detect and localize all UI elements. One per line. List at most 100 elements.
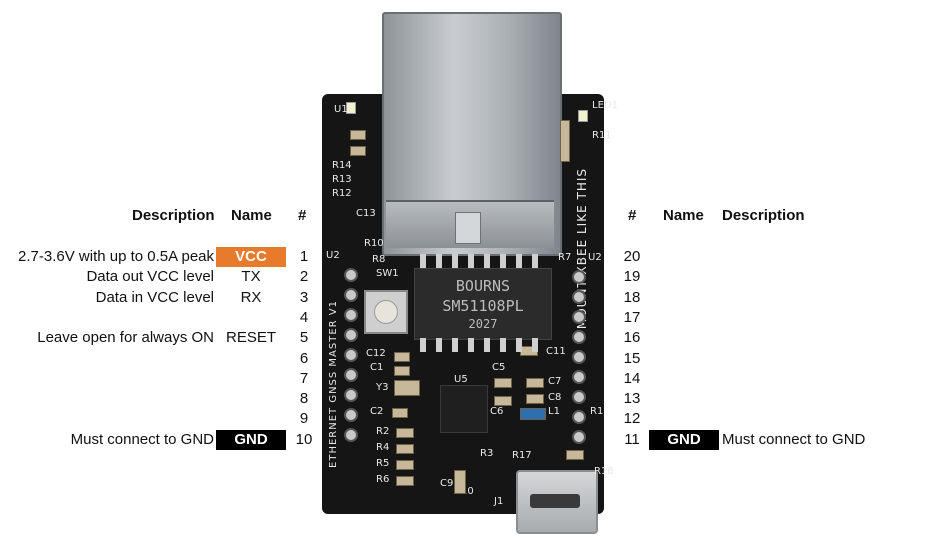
pin-hole-right (572, 330, 586, 344)
pin-number: 2 (299, 268, 309, 286)
chip-brand: BOURNS (455, 277, 511, 295)
pin-description: Leave open for always ON (37, 329, 214, 347)
pin-number: 20 (623, 248, 641, 265)
chip-code: 2027 (468, 317, 498, 331)
silk-label: R17 (512, 450, 532, 461)
pin-hole-right (572, 290, 586, 304)
silk-label: LED1 (592, 100, 618, 111)
chip-leg (484, 254, 490, 268)
pin-hole-left (344, 388, 358, 402)
silk-label: R13 (332, 174, 352, 185)
chip-leg (436, 254, 442, 268)
left-pin-row: Leave open for always ON RESET 5 (0, 328, 932, 348)
left-number-header: # (298, 207, 307, 224)
chip-leg (500, 254, 506, 268)
pin-hole-left (344, 288, 358, 302)
pin-description: 2.7-3.6V with up to 0.5A peak (18, 248, 214, 265)
left-pin-row: 6 (0, 349, 932, 369)
right-pin-row: 17 (0, 308, 932, 328)
silk-label: C7 (548, 376, 562, 387)
silk-label: C2 (370, 406, 384, 417)
smd-component (392, 408, 408, 418)
smd-component (494, 378, 512, 388)
pin-hole-right (572, 310, 586, 324)
silk-label: C5 (492, 362, 506, 373)
smd-component (396, 460, 414, 470)
left-description-header: Description (132, 207, 215, 224)
silk-label: J1 (494, 496, 504, 507)
right-name-header: Name (663, 207, 704, 224)
pin-description: Must connect to GND (722, 430, 866, 448)
smd-component (394, 366, 410, 376)
pin-number: 7 (299, 369, 309, 387)
controller-chip (440, 385, 488, 433)
smd-component (396, 428, 414, 438)
pin-name: GND (649, 429, 719, 450)
pin-name: RX (240, 288, 262, 306)
silk-label: R3 (480, 448, 494, 459)
silk-label: C8 (548, 392, 562, 403)
magnetics-chip: BOURNS SM51108PL 2027 (414, 268, 552, 340)
smd-component (350, 146, 366, 156)
pin-hole-right (572, 370, 586, 384)
smd-component (394, 352, 410, 362)
right-pin-row: 14 (0, 369, 932, 389)
pin-description: Must connect to GND (70, 430, 214, 448)
chip-leg (420, 338, 426, 352)
pin-description: Data out VCC level (86, 268, 214, 286)
pin-name: RESET (225, 329, 276, 347)
silk-label: R1 (590, 406, 604, 417)
chip-leg (468, 338, 474, 352)
pin-number: 14 (623, 369, 641, 387)
pin-hole-right (572, 350, 586, 364)
silk-label: U2 (326, 250, 340, 261)
pin-hole-left (344, 368, 358, 382)
silk-label: R8 (372, 254, 386, 265)
silk-label: C11 (546, 346, 566, 357)
pin-hole-left (344, 428, 358, 442)
right-pin-row: 13 (0, 389, 932, 409)
smd-component (394, 380, 420, 396)
silk-label: C13 (356, 208, 376, 219)
pin-hole-left (344, 408, 358, 422)
pin-hole-right (572, 430, 586, 444)
silk-label: C1 (370, 362, 384, 373)
silk-label: C6 (490, 406, 504, 417)
chip-leg (452, 254, 458, 268)
smd-component (396, 476, 414, 486)
right-pin-row: 19 (0, 267, 932, 287)
pin-number: 3 (299, 288, 309, 306)
smd-component (566, 450, 584, 460)
usb-port-slot (530, 494, 580, 508)
silk-label: C9 (440, 478, 454, 489)
silk-label: SW1 (376, 268, 399, 279)
silk-label: R4 (376, 442, 390, 453)
silk-label: R10 (364, 238, 384, 249)
smd-component (560, 120, 570, 162)
right-description-header: Description (722, 207, 805, 224)
silk-label: C12 (366, 348, 386, 359)
silk-label: R12 (332, 188, 352, 199)
pin-number: 17 (623, 308, 641, 326)
chip-leg (420, 254, 426, 268)
smd-component (350, 130, 366, 140)
chip-leg (484, 338, 490, 352)
pin-number: 5 (299, 329, 309, 347)
silk-label: R5 (376, 458, 390, 469)
left-name-header: Name (231, 207, 272, 224)
silk-label: U5 (454, 374, 468, 385)
pin-hole-right (572, 390, 586, 404)
pin-number: 15 (623, 349, 641, 367)
smd-component (520, 408, 546, 420)
chip-part: SM51108PL (442, 297, 524, 315)
smd-component (526, 394, 544, 404)
left-pin-row: 7 (0, 369, 932, 389)
chip-leg (532, 254, 538, 268)
left-pin-row: 8 (0, 389, 932, 409)
pin-name: VCC (216, 247, 286, 267)
pin-number: 4 (299, 308, 309, 326)
pin-number: 11 (624, 430, 640, 448)
